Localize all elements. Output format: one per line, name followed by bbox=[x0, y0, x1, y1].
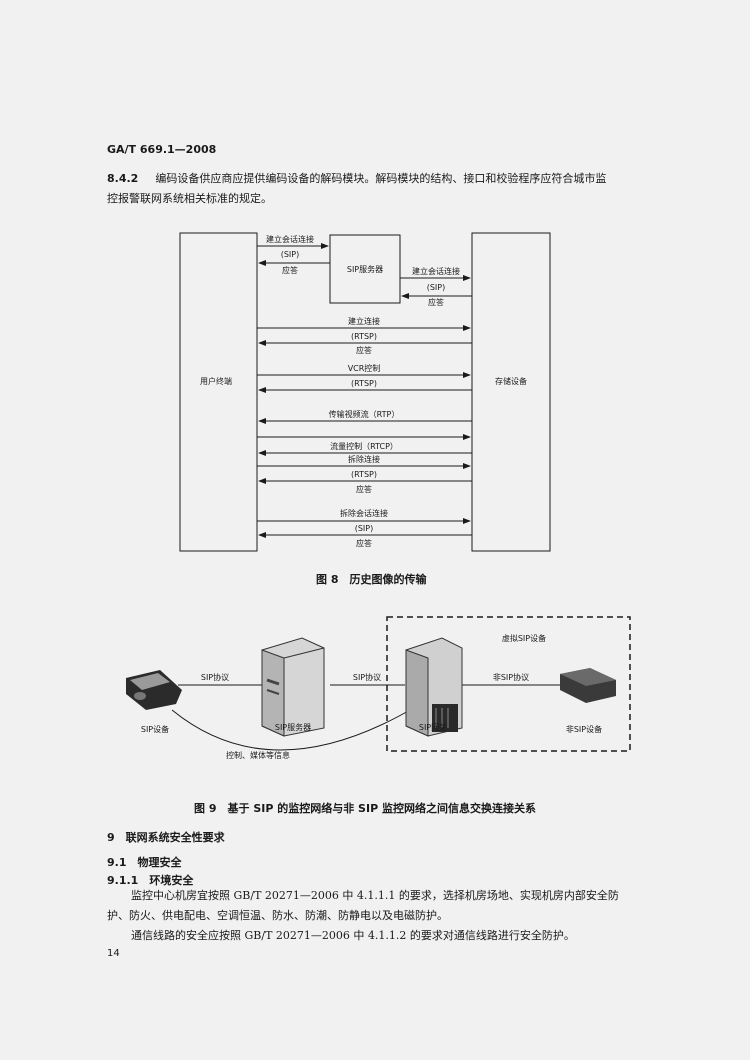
sip-server-label: SIP服务器 bbox=[347, 264, 383, 274]
m11-label: 拆除会话连接 bbox=[340, 508, 388, 518]
paragraph-1-line2: 护、防火、供电配电、空调恒温、防水、防潮、防静电以及电磁防护。 bbox=[107, 909, 448, 922]
non-sip-device-label: 非SIP设备 bbox=[566, 724, 602, 734]
right-resp-label: 应答 bbox=[428, 297, 444, 307]
sip-protocol-label-1: SIP协议 bbox=[201, 672, 229, 682]
section-9-heading: 9 联网系统安全性要求 bbox=[107, 831, 225, 844]
sip-gateway-icon bbox=[405, 637, 463, 737]
m7-label: 流量控制（RTCP） bbox=[330, 441, 398, 451]
m10-label: 应答 bbox=[356, 484, 372, 494]
sip-device-icon bbox=[126, 670, 182, 710]
m4-label: VCR控制 bbox=[348, 363, 381, 373]
right-establish-label: 建立会话连接 bbox=[412, 266, 460, 276]
sip-server-caption: SIP服务器 bbox=[275, 722, 311, 732]
user-terminal-label: 用户终端 bbox=[200, 376, 232, 386]
paragraph-1-line1: 监控中心机房宜按照 GB/T 20271—2006 中 4.1.1.1 的要求，… bbox=[131, 889, 619, 902]
figure-8-caption: 图 8 历史图像的传输 bbox=[316, 573, 427, 586]
figure-8-diagram: 用户终端 存储设备 SIP服务器 建立会话连接 (SIP) 应答 建立会话连接 … bbox=[179, 232, 551, 552]
page-number: 14 bbox=[107, 948, 120, 959]
virtual-sip-label: 虚拟SIP设备 bbox=[502, 633, 546, 643]
sip-server-box bbox=[329, 234, 401, 304]
sip-device-label: SIP设备 bbox=[141, 724, 169, 734]
m8-label: 拆除连接 bbox=[348, 454, 380, 464]
line-control-curve bbox=[171, 709, 411, 751]
m3-label: 应答 bbox=[356, 345, 372, 355]
section-9-1-1-body: 监控中心机房宜按照 GB/T 20271—2006 中 4.1.1.1 的要求，… bbox=[107, 886, 647, 946]
figure-9-caption: 图 9 基于 SIP 的监控网络与非 SIP 监控网络之间信息交换连接关系 bbox=[194, 802, 536, 815]
non-sip-device-icon bbox=[560, 668, 616, 703]
user-terminal-box bbox=[179, 232, 258, 552]
control-info-label: 控制、媒体等信息 bbox=[226, 750, 290, 760]
left-establish-label: 建立会话连接 bbox=[266, 234, 314, 244]
m9-label: (RTSP) bbox=[351, 470, 377, 479]
figure-9-diagram: 虚拟SIP设备 SIP协议 SIP协议 非SIP协议 SIP设备 SIP服务器 … bbox=[126, 616, 631, 760]
clause-8-4-2: 8.4.2 编码设备供应商应提供编码设备的解码模块。解码模块的结构、接口和校验程… bbox=[107, 169, 606, 209]
m13-label: 应答 bbox=[356, 538, 372, 548]
m12-label: (SIP) bbox=[355, 524, 374, 533]
m5-label: (RTSP) bbox=[351, 379, 377, 388]
clause-text-line2: 控报警联网系统相关标准的规定。 bbox=[107, 192, 272, 205]
m1-label: 建立连接 bbox=[348, 316, 380, 326]
storage-device-box bbox=[471, 232, 551, 552]
clause-text-line1: 编码设备供应商应提供编码设备的解码模块。解码模块的结构、接口和校验程序应符合城市… bbox=[155, 172, 607, 185]
paragraph-2: 通信线路的安全应按照 GB/T 20271—2006 中 4.1.1.2 的要求… bbox=[131, 929, 575, 942]
storage-device-label: 存储设备 bbox=[495, 376, 527, 386]
virtual-sip-boundary bbox=[386, 616, 631, 752]
m6-label: 传输视频流（RTP） bbox=[329, 409, 400, 419]
section-9-1-1-heading: 9.1.1 环境安全 bbox=[107, 874, 194, 887]
clause-number: 8.4.2 bbox=[107, 172, 139, 185]
sip-protocol-label-2: SIP协议 bbox=[353, 672, 381, 682]
left-resp-label: 应答 bbox=[282, 265, 298, 275]
right-sip-label: (SIP) bbox=[427, 283, 446, 292]
sip-server-icon bbox=[261, 637, 325, 737]
standard-code: GA/T 669.1—2008 bbox=[107, 143, 217, 156]
non-sip-protocol-label: 非SIP协议 bbox=[493, 672, 529, 682]
sip-gateway-label: SIP网关 bbox=[419, 722, 447, 732]
m2-label: (RTSP) bbox=[351, 332, 377, 341]
left-sip-label: (SIP) bbox=[281, 250, 300, 259]
section-9-1-heading: 9.1 物理安全 bbox=[107, 856, 182, 869]
